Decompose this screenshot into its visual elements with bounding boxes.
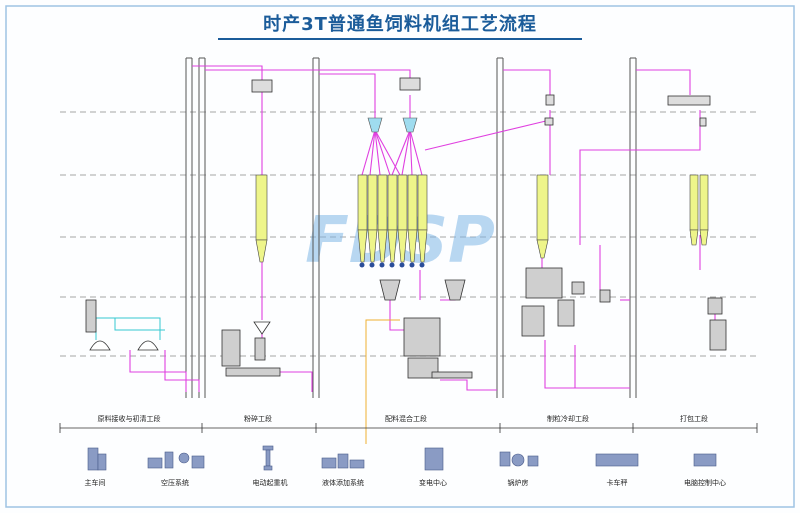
bin xyxy=(397,174,408,263)
bucket-elevator xyxy=(185,57,193,398)
intake-pit xyxy=(137,340,159,351)
distributors xyxy=(367,117,418,133)
packing-bin xyxy=(707,297,723,315)
bin xyxy=(367,174,378,263)
boiler-icon xyxy=(499,451,539,467)
screw-conveyor xyxy=(431,371,473,379)
permanent-magnet xyxy=(251,79,273,93)
air-compressor-icon xyxy=(147,451,205,469)
facility-label-main-workshop: 主车间 xyxy=(84,479,106,487)
hammer-mill xyxy=(221,329,241,367)
top-equipment xyxy=(251,77,711,127)
pellet-mill xyxy=(525,267,563,299)
facility-label-air-compressor: 空压系统 xyxy=(161,479,189,487)
crane-icon xyxy=(262,445,274,471)
valve xyxy=(699,117,707,127)
facility-label-computer-control: 电脑控制中心 xyxy=(684,479,726,487)
bin xyxy=(407,174,418,263)
substation-icon xyxy=(424,447,444,471)
stage-label-mixing: 配料混合工段 xyxy=(385,415,427,423)
pre-cleaner xyxy=(85,299,97,333)
cooler xyxy=(521,305,545,337)
conveyor xyxy=(225,367,281,377)
bucket-elevator xyxy=(312,57,320,398)
hopper xyxy=(253,321,271,335)
bucket-elevator xyxy=(198,57,206,398)
building-icon xyxy=(87,447,107,471)
bin xyxy=(699,174,709,246)
valve xyxy=(544,117,554,126)
intake-pit xyxy=(89,340,111,351)
stage-divider xyxy=(59,423,758,433)
cyclone xyxy=(557,299,575,327)
bin xyxy=(377,174,388,263)
outer-frame xyxy=(5,5,795,508)
stage-label-pelleting: 制粒冷却工段 xyxy=(547,415,589,423)
facility-label-truck-scale: 卡车秤 xyxy=(606,479,628,487)
bin xyxy=(417,174,428,263)
stage-label-grinding: 粉碎工段 xyxy=(244,415,272,423)
ingredient-bins xyxy=(255,174,709,263)
packing-scale xyxy=(709,319,727,351)
bin xyxy=(536,174,549,259)
lower-equipment xyxy=(85,267,727,379)
bin xyxy=(387,174,398,263)
sifter xyxy=(667,95,711,106)
facility-label-boiler: 锅炉房 xyxy=(507,479,529,487)
stage-label-packing: 打包工段 xyxy=(680,415,708,423)
facility-label-liquid-addition: 液体添加系统 xyxy=(322,479,364,487)
material-pipes xyxy=(129,65,716,392)
facility-label-substation: 变电中心 xyxy=(419,479,447,487)
bucket-elevator xyxy=(629,57,637,398)
bucket-elevators xyxy=(185,57,637,398)
scalper xyxy=(545,94,555,106)
truck-scale-icon xyxy=(595,453,639,467)
diagram-title: 时产3T普通鱼饲料机组工艺流程 xyxy=(263,14,537,35)
mixer-hopper xyxy=(379,279,401,301)
bucket-elevator xyxy=(496,57,504,398)
fan xyxy=(599,289,611,303)
dust-collection-pipes xyxy=(95,317,165,340)
facility-icons xyxy=(87,445,717,471)
mixer xyxy=(403,317,441,357)
liquid-addition-pipe xyxy=(365,319,400,444)
stage-label-intake: 原料接收与初清工段 xyxy=(97,415,161,423)
buffer-bin xyxy=(444,279,466,301)
scalper xyxy=(399,77,421,91)
fan xyxy=(571,281,585,295)
title-underline xyxy=(218,38,582,40)
bin xyxy=(255,174,268,263)
liquid-addition-icon xyxy=(321,453,365,469)
bin-feeders xyxy=(359,262,425,268)
facility-label-crane: 电动起重机 xyxy=(252,479,288,487)
bin xyxy=(357,174,368,263)
computer-control-icon xyxy=(693,453,717,467)
bin xyxy=(689,174,699,246)
feeder xyxy=(254,337,266,361)
mixer-outlet xyxy=(407,357,439,379)
